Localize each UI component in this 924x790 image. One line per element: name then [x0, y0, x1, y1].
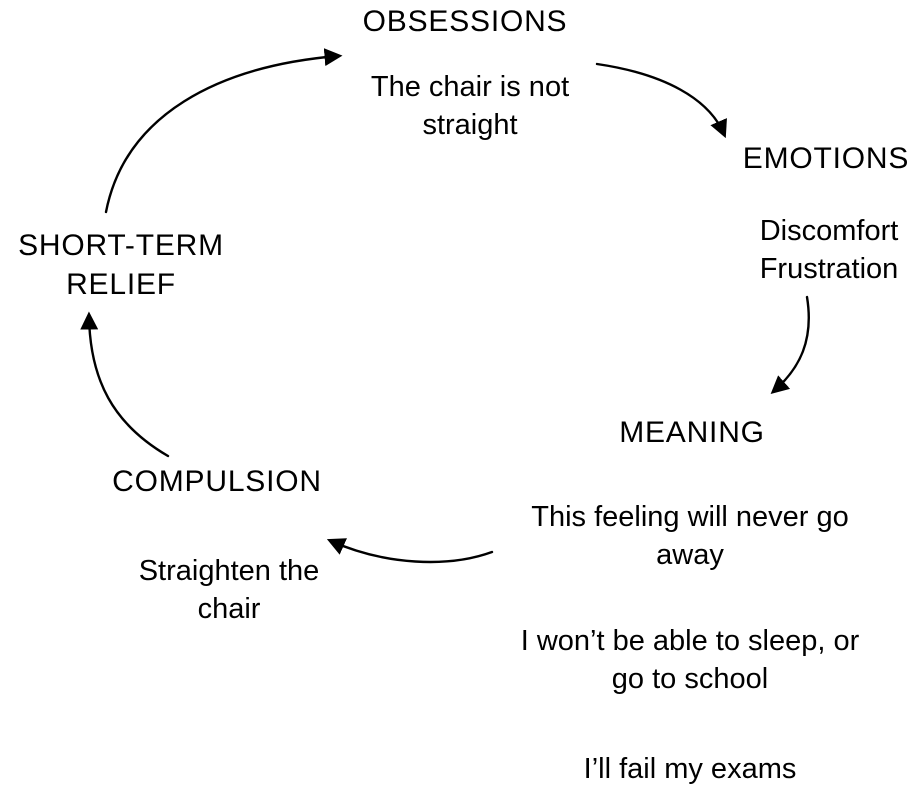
arrow-compulsion-to-relief	[80, 311, 170, 458]
arrow-meaning-to-compulsion	[326, 538, 494, 564]
compulsion-example-line1: Straighten the	[138, 555, 320, 587]
obsessions-example-line1: The chair is not	[370, 71, 570, 103]
meaning-thought-2-line1: I won’t be able to sleep, or	[520, 625, 860, 657]
compulsion-example-line2: chair	[197, 593, 261, 626]
meaning-thought-3: I’ll fail my exams	[584, 750, 797, 788]
arrow-emotions-to-meaning	[770, 295, 810, 394]
meaning-label: MEANING	[619, 416, 765, 449]
short-term-relief-label: SHORT-TERM RELIEF	[18, 226, 224, 304]
emotions-example: Discomfort Frustration	[760, 212, 899, 289]
meaning-thought-1-line2: away	[656, 539, 724, 572]
short-term-relief-label-line1: SHORT-TERM	[18, 229, 224, 262]
obsessions-example: The chair is not straight	[371, 68, 569, 145]
meaning-thought-1: This feeling will never go away	[531, 498, 849, 575]
arrow-obsessions-to-emotions	[595, 62, 727, 139]
compulsion-label: COMPULSION	[112, 465, 322, 498]
emotions-label: EMOTIONS	[742, 142, 910, 175]
compulsion-example: Straighten the chair	[139, 552, 320, 629]
short-term-relief-label-line2: RELIEF	[66, 268, 176, 301]
emotions-example-line1: Discomfort	[759, 215, 899, 247]
obsessions-label: OBSESSIONS	[362, 5, 568, 38]
meaning-thought-3-line1: I’ll fail my exams	[583, 753, 797, 785]
meaning-thought-1-line1: This feeling will never go	[531, 501, 849, 533]
meaning-thought-2: I won’t be able to sleep, or go to schoo…	[521, 622, 860, 699]
arrow-relief-to-obsessions	[104, 48, 343, 214]
emotions-example-line2: Frustration	[759, 253, 899, 286]
meaning-thought-2-line2: go to school	[611, 663, 769, 696]
obsessions-example-line2: straight	[422, 109, 518, 142]
